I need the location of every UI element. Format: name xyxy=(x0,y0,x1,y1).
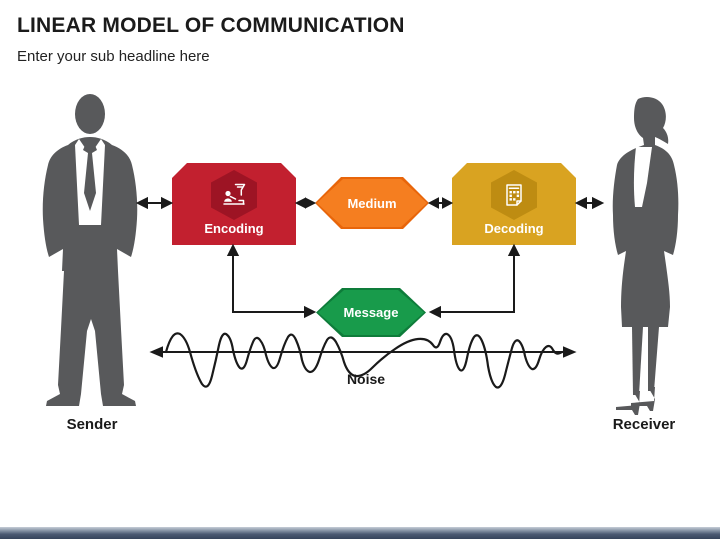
receiver-torso xyxy=(612,145,679,327)
decoding-icon-hexagon xyxy=(491,170,537,220)
medium-label: Medium xyxy=(347,195,397,211)
arrow-medium-decoding xyxy=(427,197,454,209)
medium-node: Medium xyxy=(315,177,429,229)
connector-decoding-message xyxy=(428,243,521,319)
footer-bar xyxy=(0,527,720,539)
message-label: Message xyxy=(343,305,399,320)
arrow-encoding-medium xyxy=(294,197,317,209)
receiver-shoe-right xyxy=(631,387,655,411)
message-fill xyxy=(318,290,424,335)
sender-silhouette xyxy=(42,94,138,406)
receiver-blouse xyxy=(633,147,652,207)
receiver-leg-right xyxy=(648,327,659,391)
receiver-silhouette xyxy=(612,96,679,415)
encoding-icon-hexagon xyxy=(211,170,257,220)
sender-legs xyxy=(46,271,136,406)
sender-label: Sender xyxy=(66,416,118,433)
sender-head xyxy=(75,94,105,134)
receiver-shoe-left xyxy=(616,391,640,415)
receiver-label: Receiver xyxy=(612,416,676,433)
medium-fill xyxy=(317,179,427,227)
slide-title: LINEAR MODEL OF COMMUNICATION xyxy=(17,14,405,37)
sender-tie xyxy=(83,143,97,211)
slide-subtitle: Enter your sub headline here xyxy=(17,48,210,65)
receiver-leg-left xyxy=(632,327,643,395)
encoding-label: Encoding xyxy=(204,221,264,236)
noise-label: Noise xyxy=(346,371,386,387)
receiver-head xyxy=(634,96,669,145)
noise-axis-line xyxy=(149,346,577,358)
person-writing-icon xyxy=(220,181,248,209)
connector-encoding-message xyxy=(226,243,317,319)
decoding-label: Decoding xyxy=(484,221,544,236)
encoding-node: Encoding xyxy=(172,163,296,245)
coded-document-icon xyxy=(500,181,528,209)
decoding-node: Decoding xyxy=(452,163,576,245)
message-node: Message xyxy=(316,288,426,337)
